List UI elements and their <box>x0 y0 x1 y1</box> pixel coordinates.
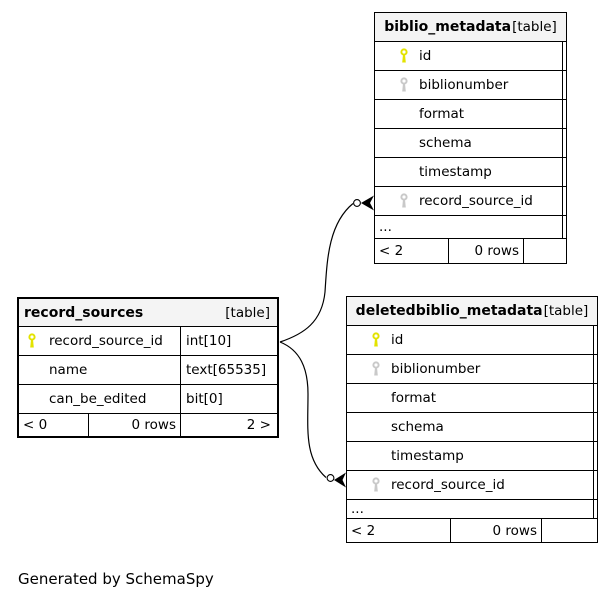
table-deletedbiblio-metadata[interactable]: deletedbiblio_metadata[table] id biblion… <box>346 296 598 543</box>
primary-key-icon <box>27 333 49 349</box>
column-row-id: id <box>375 42 566 71</box>
footer-row-count: 0 rows <box>448 239 523 263</box>
table-footer: < 0 0 rows 2 > <box>19 414 277 436</box>
foreign-key-icon <box>365 477 391 493</box>
column-name: id <box>391 332 404 348</box>
foreign-key-icon <box>393 77 419 93</box>
table-footer: < 2 0 rows <box>347 519 597 542</box>
column-name: record_source_id <box>419 193 533 209</box>
table-name: deletedbiblio_metadata <box>355 303 543 319</box>
footer-parents-count <box>523 239 566 263</box>
table-kind-label: [table] <box>543 303 589 319</box>
footer-parents-count <box>541 519 597 542</box>
column-name: can_be_edited <box>49 391 147 407</box>
table-record-sources[interactable]: record_sources [table] record_source_id i… <box>17 297 279 438</box>
column-row-record-source-id: record_source_id int[10] <box>19 327 277 356</box>
table-biblio-metadata[interactable]: biblio_metadata[table] id biblionumber f… <box>374 12 567 264</box>
foreign-key-icon <box>393 193 419 209</box>
column-name: record_source_id <box>391 477 505 493</box>
table-kind-label: [table] <box>225 304 270 321</box>
column-row-biblionumber: biblionumber <box>375 71 566 100</box>
column-row-timestamp: timestamp <box>347 442 597 471</box>
footer-children-count: < 2 <box>379 243 404 259</box>
table-kind-label: [table] <box>512 19 557 35</box>
column-type: text[65535] <box>180 356 277 384</box>
column-name: record_source_id <box>49 333 163 349</box>
column-name: biblionumber <box>419 77 509 93</box>
column-name: timestamp <box>391 448 464 464</box>
column-name: schema <box>391 419 444 435</box>
table-name: biblio_metadata <box>384 19 512 35</box>
column-type: bit[0] <box>180 385 277 413</box>
generator-note: Generated by SchemaSpy <box>18 570 214 588</box>
column-row-biblionumber: biblionumber <box>347 355 597 384</box>
crowfoot-arrow-icon <box>334 472 346 488</box>
primary-key-icon <box>393 48 419 64</box>
footer-row-count: 0 rows <box>450 519 541 542</box>
ellipsis-row: ... <box>375 216 566 239</box>
table-header-deletedbiblio-metadata[interactable]: deletedbiblio_metadata[table] <box>347 297 597 326</box>
table-header-biblio-metadata[interactable]: biblio_metadata[table] <box>375 13 566 42</box>
relationship-line <box>279 341 327 478</box>
column-name: timestamp <box>419 164 492 180</box>
foreign-key-icon <box>365 361 391 377</box>
column-row-id: id <box>347 326 597 355</box>
footer-children-count: < 2 <box>351 522 376 539</box>
ellipsis-row: ... <box>347 500 597 519</box>
column-row-can-be-edited: can_be_edited bit[0] <box>19 385 277 414</box>
table-footer: < 2 0 rows <box>375 239 566 263</box>
column-name: biblionumber <box>391 361 481 377</box>
column-row-format: format <box>347 384 597 413</box>
column-row-schema: schema <box>347 413 597 442</box>
ellipsis-label: ... <box>379 219 392 235</box>
footer-children-count: < 0 <box>23 417 48 433</box>
primary-key-icon <box>365 332 391 348</box>
column-row-name: name text[65535] <box>19 356 277 385</box>
column-name: format <box>391 390 437 406</box>
column-row-format: format <box>375 100 566 129</box>
column-row-timestamp: timestamp <box>375 158 566 187</box>
column-row-record-source-id: record_source_id <box>347 471 597 500</box>
column-name: schema <box>419 135 472 151</box>
column-row-record-source-id: record_source_id <box>375 187 566 216</box>
table-header-record-sources[interactable]: record_sources [table] <box>19 299 277 327</box>
crowfoot-arrow-icon <box>361 195 374 211</box>
footer-row-count: 0 rows <box>88 414 180 436</box>
column-name: format <box>419 106 465 122</box>
table-name: record_sources <box>24 304 144 321</box>
ellipsis-label: ... <box>351 501 364 517</box>
cardinality-circle-icon <box>326 474 335 482</box>
cardinality-circle-icon <box>353 199 361 207</box>
relationship-line <box>279 203 354 343</box>
column-name: name <box>49 362 88 378</box>
column-type: int[10] <box>180 327 277 355</box>
column-row-schema: schema <box>375 129 566 158</box>
relationship-deletedbiblio-metadata <box>279 341 346 488</box>
column-name: id <box>419 48 432 64</box>
footer-parents-count: 2 > <box>180 414 277 436</box>
